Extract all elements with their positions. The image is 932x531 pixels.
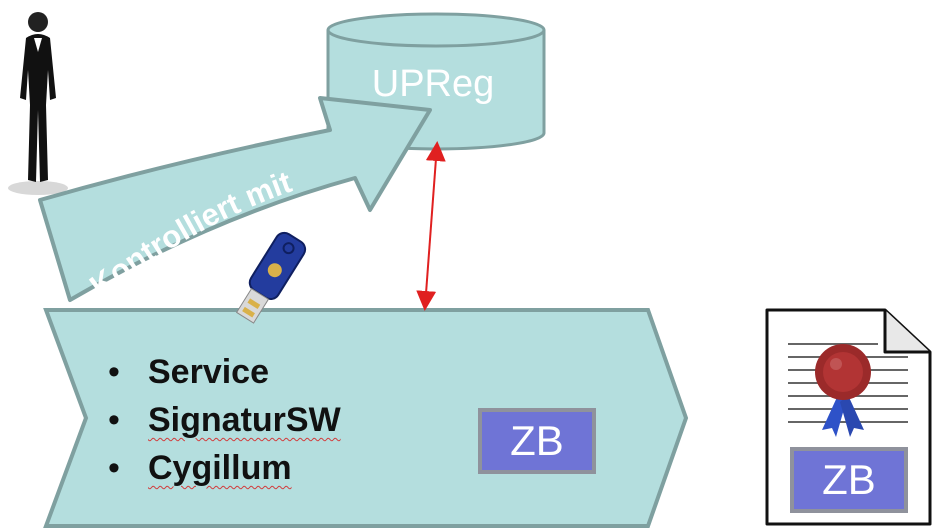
curved-arrow	[38, 96, 432, 302]
list-item-label: SignaturSW	[148, 401, 341, 439]
database-label: UPReg	[372, 63, 495, 105]
list-item-cygillum: Cygillum	[108, 444, 341, 492]
red-connector-arrow	[416, 141, 446, 311]
list-item-label: Cygillum	[148, 449, 292, 487]
zb-badge-main: ZB	[478, 408, 596, 474]
zb-badge-main-label: ZB	[510, 417, 564, 464]
zb-badge-document-label: ZB	[822, 456, 876, 503]
list-item-service: Service	[108, 348, 341, 396]
person-icon	[8, 12, 68, 195]
list-item-label: Service	[148, 353, 269, 391]
zb-badge-document: ZB	[790, 447, 908, 513]
list-item-signatursw: SignaturSW	[108, 396, 341, 444]
usb-security-key-icon	[235, 231, 307, 324]
service-list: Service SignaturSW Cygillum	[108, 348, 341, 492]
